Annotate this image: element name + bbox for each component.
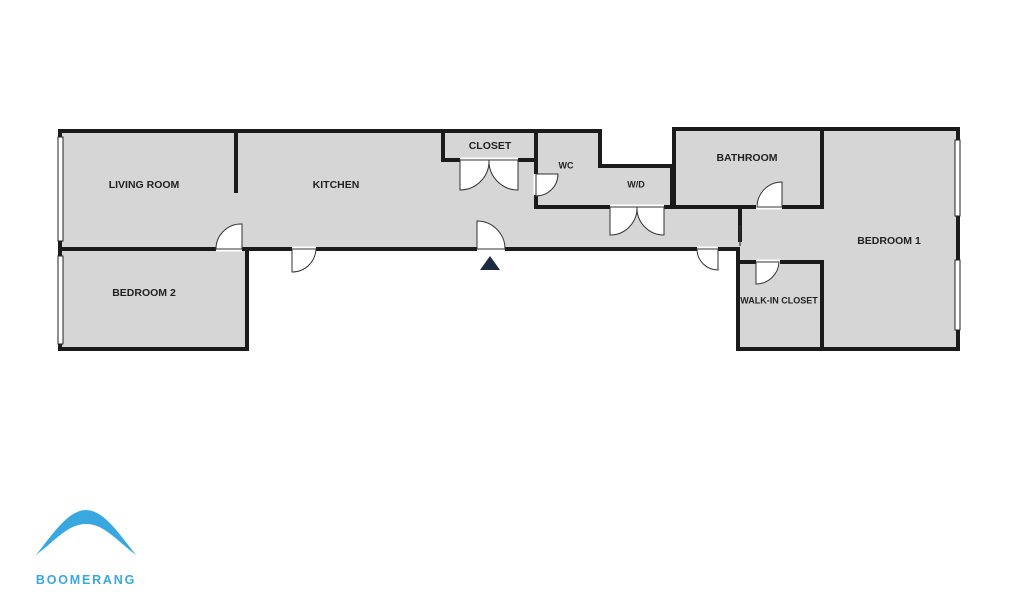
entrance-triangle-icon — [480, 256, 500, 270]
bathroom-label: BATHROOM — [716, 152, 777, 164]
window-left-upper — [57, 136, 64, 242]
bathroom-door — [756, 181, 783, 208]
kitchen-area — [237, 131, 443, 249]
walls — [58, 127, 960, 351]
room-labels: LIVING ROOM KITCHEN CLOSET WC W/D BATHRO… — [109, 140, 921, 306]
bedroom-2-area — [62, 249, 247, 349]
closet-label: CLOSET — [469, 140, 512, 152]
windows — [57, 136, 961, 345]
wc-label: WC — [559, 160, 574, 170]
walk-in-closet-label: WALK-IN CLOSET — [740, 295, 818, 305]
wd-label: W/D — [627, 179, 645, 189]
walk-in-closet-door — [755, 261, 780, 285]
bedroom-1-label: BEDROOM 1 — [857, 235, 921, 247]
brand-logo: BOOMERANG — [36, 510, 136, 587]
entrance-door — [476, 220, 506, 250]
living-room-label: LIVING ROOM — [109, 179, 180, 191]
bedroom-2-door — [215, 223, 243, 250]
boomerang-arc-icon — [36, 510, 136, 555]
kitchen-label: KITCHEN — [313, 179, 360, 191]
doors — [215, 159, 783, 285]
wc-door — [535, 173, 559, 197]
wd-door-right — [636, 206, 665, 236]
closet-door-right — [488, 159, 519, 191]
walk-in-closet-area — [738, 262, 822, 349]
window-right-lower — [954, 259, 961, 331]
window-left-lower — [57, 255, 64, 345]
window-right-upper — [954, 139, 961, 217]
bedroom-2-label: BEDROOM 2 — [112, 287, 176, 299]
living-room-area — [62, 131, 237, 249]
brand-name: BOOMERANG — [36, 573, 136, 587]
kitchen-door — [291, 248, 317, 273]
room-fills — [62, 129, 958, 349]
hallway-door — [696, 248, 719, 271]
wc-area — [536, 131, 600, 207]
wd-area — [600, 166, 672, 207]
